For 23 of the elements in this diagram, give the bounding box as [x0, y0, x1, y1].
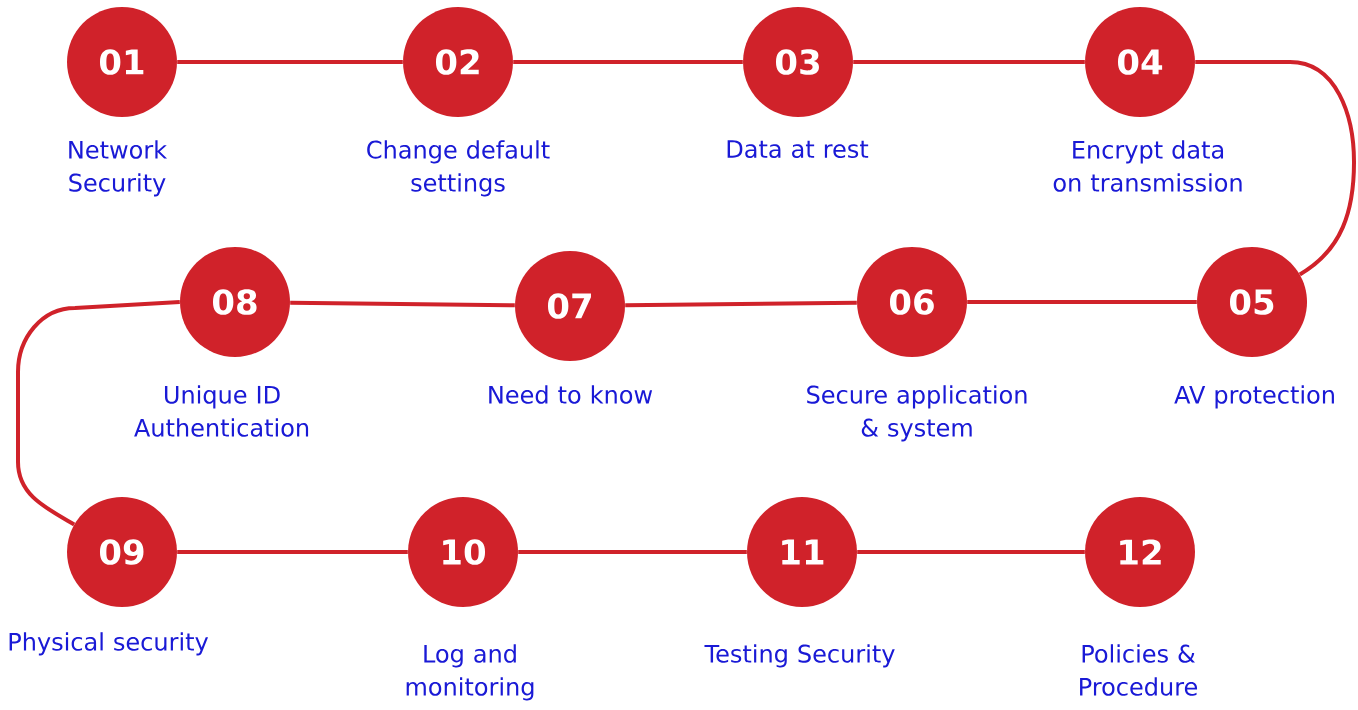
- connector-line: [625, 300, 857, 308]
- step-label: Data at rest: [727, 140, 869, 159]
- step-label: Need to know: [489, 385, 653, 404]
- connector-line: [16, 300, 180, 527]
- connector-line: [857, 550, 1085, 554]
- connector-line: [177, 550, 408, 554]
- step-label: Physical security: [9, 632, 209, 656]
- step-label: Testing Security: [704, 644, 895, 668]
- connector-line: [177, 60, 403, 64]
- step-label: AV protection: [1174, 385, 1334, 409]
- step-label: Unique ID Authentication: [134, 385, 309, 437]
- step-label: Policies & Procedure: [1080, 644, 1198, 696]
- step-label: Log and monitoring: [406, 644, 534, 701]
- step-label: Secure application & system: [807, 385, 1027, 442]
- step-label: Encrypt data on transmission: [1053, 140, 1242, 192]
- connector-line: [853, 60, 1085, 64]
- connector-line: [290, 300, 515, 308]
- connector-line: [513, 60, 743, 64]
- connector-line: [1195, 60, 1356, 277]
- connector-line: [967, 300, 1197, 304]
- step-label: Change default settings: [367, 140, 550, 197]
- connector-line: [518, 550, 747, 554]
- step-label: Network Security: [69, 140, 168, 197]
